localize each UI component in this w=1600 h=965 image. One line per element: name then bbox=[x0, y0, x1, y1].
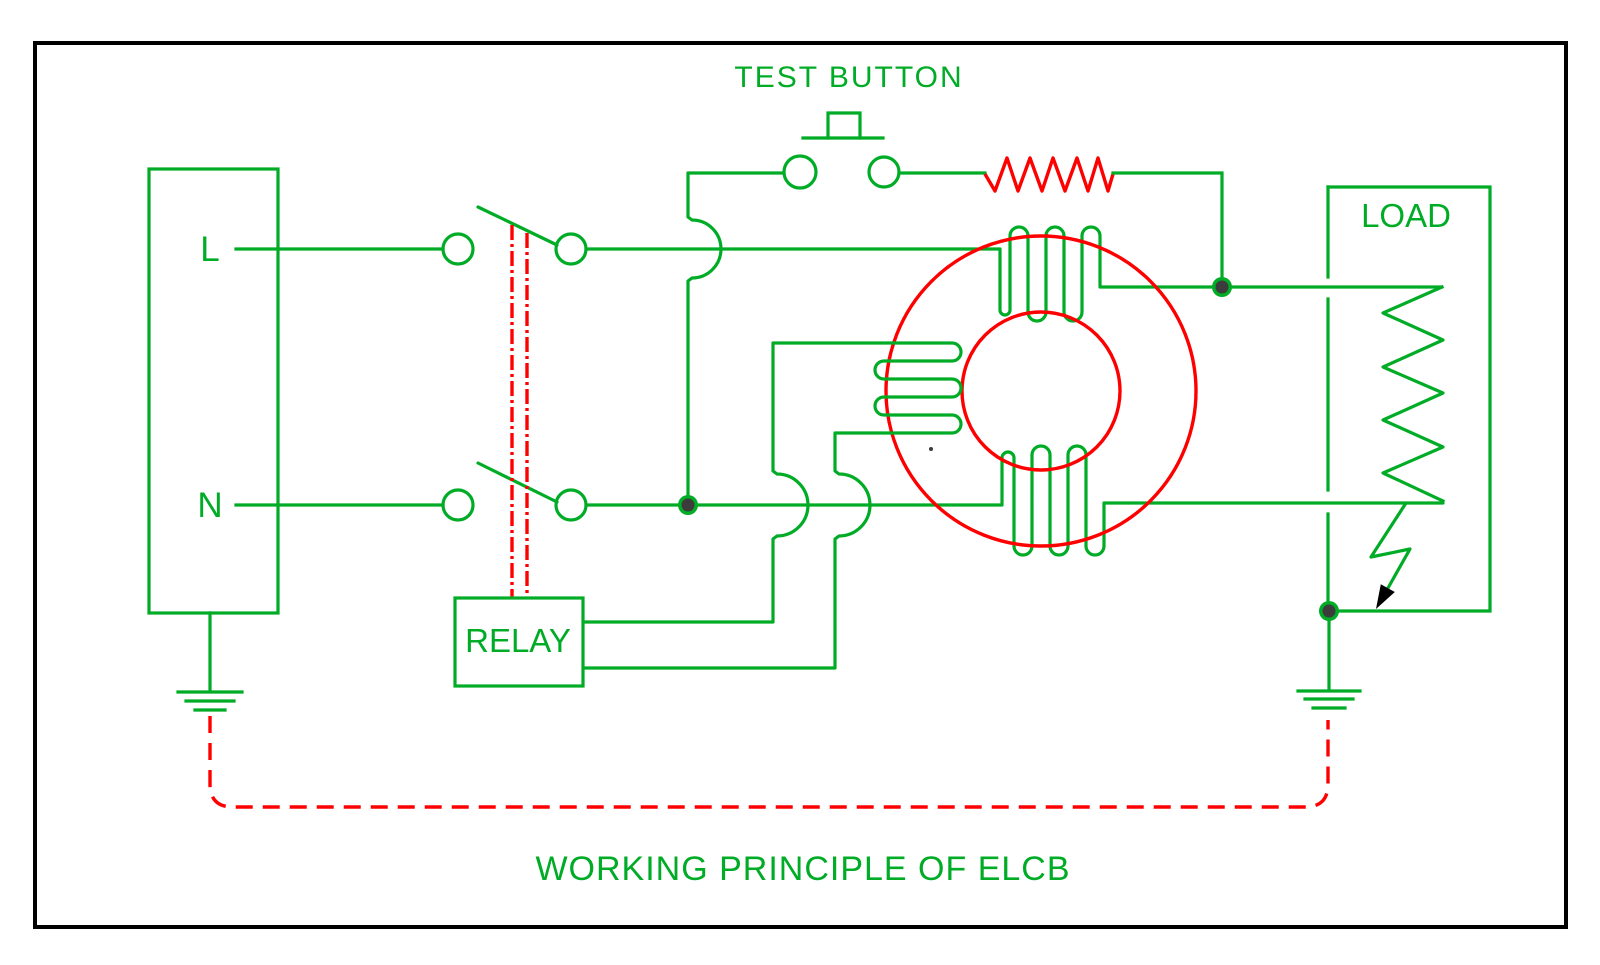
earth-ground-right-icon bbox=[1296, 609, 1362, 710]
test-branch-wire bbox=[686, 171, 786, 507]
ct-toroid-core bbox=[884, 234, 1198, 548]
relay-box bbox=[453, 596, 585, 688]
earth-ground-left-icon bbox=[176, 690, 244, 712]
line-wire-ct-primary-winding bbox=[584, 225, 1444, 323]
breaker-contact-neutral bbox=[441, 461, 588, 522]
test-button-symbol bbox=[782, 111, 901, 190]
core-mark-dot bbox=[929, 447, 933, 451]
junction-dot-load-earth-tap bbox=[1319, 601, 1339, 621]
diagram-title: WORKING PRINCIPLE OF ELCB bbox=[535, 850, 1070, 888]
breaker-contact-line bbox=[441, 205, 588, 266]
fault-current-arrow bbox=[1369, 501, 1412, 609]
frame-border bbox=[33, 41, 1568, 929]
trip-linkage bbox=[510, 225, 529, 598]
load-box bbox=[1326, 185, 1492, 613]
source-box bbox=[147, 167, 280, 615]
test-button-label: TEST BUTTON bbox=[734, 61, 963, 94]
neutral-terminal-label: N bbox=[197, 486, 222, 525]
load-resistor bbox=[1381, 284, 1446, 504]
test-resistor bbox=[983, 156, 1115, 193]
line-terminal-label: L bbox=[200, 230, 219, 269]
test-resistor-right-lead bbox=[1111, 171, 1224, 289]
relay-label: RELAY bbox=[465, 622, 571, 659]
junction-dot-line-resistor-tap bbox=[1212, 277, 1232, 297]
junction-dot-neutral-test-tap bbox=[678, 495, 698, 515]
ct-secondary-winding-relay-wires bbox=[581, 341, 963, 670]
load-label: LOAD bbox=[1361, 197, 1451, 234]
neutral-wire-ct-primary-winding bbox=[584, 444, 1445, 557]
earth-leakage-path bbox=[208, 716, 1330, 809]
